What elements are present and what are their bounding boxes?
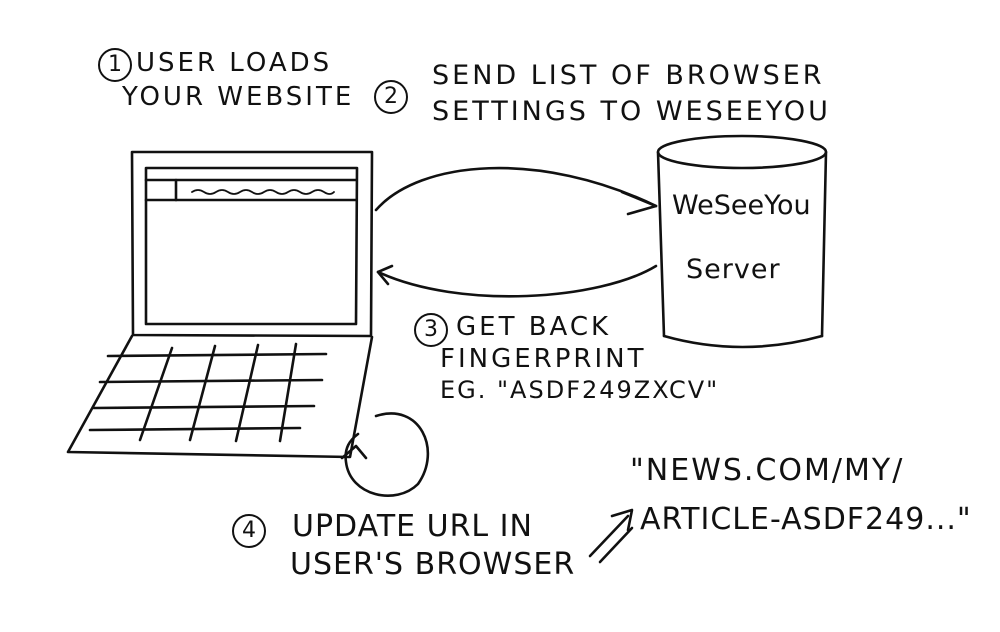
step-2-text-line2: SETTINGS TO WESEEYOU [432,96,831,127]
arrow-to-laptop [376,264,658,298]
laptop-icon [66,150,374,459]
url-text-line1: "NEWS.COM/MY/ [630,453,905,488]
step-2-text-line1: SEND LIST OF BROWSER [432,60,825,91]
server-label-line2: Server [686,254,781,285]
step-4-text-line2: USER'S BROWSER [290,547,576,582]
step-1-text-line1: USER LOADS [136,48,333,78]
arrow-to-url [588,508,634,564]
arrow-to-server [374,166,658,216]
laptop-keyboard [66,334,374,459]
step-3-text-line2: FINGERPRINT [440,344,647,374]
step-3-text-line3: EG. "ASDF249ZXCV" [440,376,720,404]
refresh-icon [340,412,430,497]
server-label-line1: WeSeeYou [672,190,811,221]
step-2-number-badge: 2 [374,80,408,114]
step-1-text-line2: YOUR WEBSITE [122,82,355,112]
url-text-line2: ARTICLE-ASDF249..." [640,502,972,537]
step-3-number-badge: 3 [414,313,448,347]
laptop-screen [130,150,374,338]
server-icon [656,134,828,349]
step-4-number-badge: 4 [232,514,266,548]
step-3-text-line1: GET BACK [456,312,612,342]
step-4-text-line1: UPDATE URL IN [292,509,533,544]
step-1-number-badge: 1 [98,48,132,82]
